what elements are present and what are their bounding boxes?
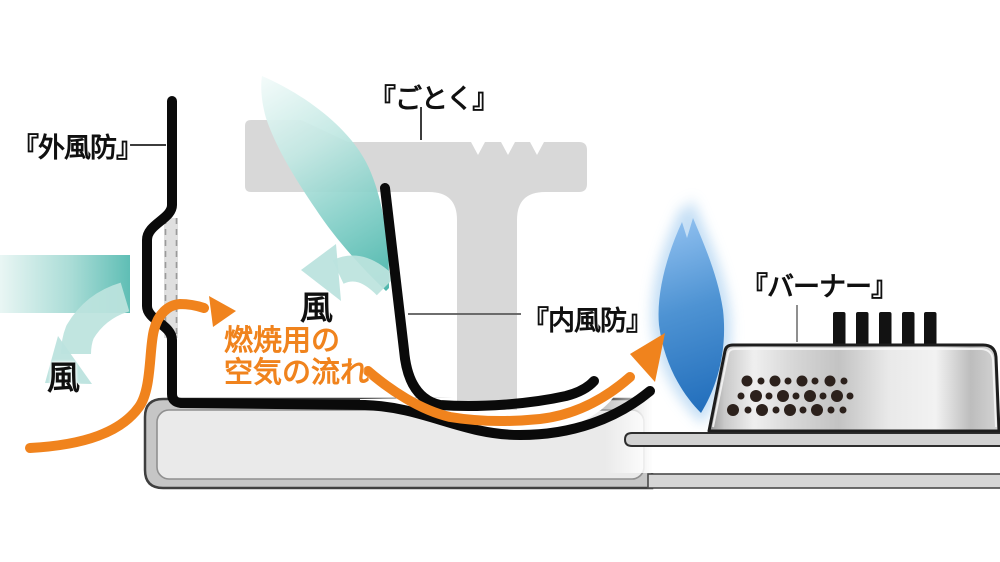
label-inner-windshield: 『内風防』 [522,306,653,337]
wind-graphics [0,76,396,384]
burner-hole [796,375,808,387]
windshield-lines [142,96,655,440]
burner-hole [811,377,819,385]
wind-arrow-left-head [45,336,92,384]
burner-hole [839,406,847,414]
airflow-arrows [25,296,665,453]
burner-pin [833,312,846,348]
wind-arrow-top-head [301,244,341,301]
burner-inner-highlight [712,348,997,428]
leader-lines [130,107,798,342]
flame-body [658,218,725,413]
burner-hole [756,404,768,416]
label-outer-windshield: 『外風防』 [12,133,143,164]
airflow-arrow-left-tail [25,298,209,453]
inner-windshield-line [380,183,599,411]
burner-holes [727,375,854,416]
burner-hole [737,392,745,400]
burner-hole [750,390,762,402]
airflow-caption-line2: 空気の流れ [224,355,370,390]
label-gotoku: 『ごとく』 [369,84,499,115]
airflow-arrow-main-tail [363,366,635,427]
burner-hole [831,390,843,402]
burner-hole [804,390,816,402]
burner-hole [792,392,800,400]
burner-body [707,343,1000,433]
wind-swoosh-top [261,76,389,291]
gotoku-shape [245,120,587,410]
burner-assembly [707,312,1000,433]
airflow-arrow-left-head [209,296,236,327]
burner-hole [824,375,836,387]
burner-hole [819,392,827,400]
flame [651,197,732,425]
wind-arrow-left-tail [61,282,130,355]
burner-hole [765,392,773,400]
burner-hole [777,390,789,402]
label-airflow-caption: 燃焼用の 空気の流れ [224,324,369,389]
burner-hole [744,406,752,414]
burner-pin [924,312,937,348]
burner-pin [856,312,869,348]
airflow-arrow-main-head [630,333,665,382]
burner-hole [727,404,739,416]
burner-hole [799,406,807,414]
outer-windshield-line [142,96,655,440]
windshield-dashed-guide [164,218,178,338]
burner-pin [902,312,915,348]
burner-plate [623,432,1000,447]
label-wind-top: 風 [300,288,333,327]
airflow-caption-line1: 燃焼用の [224,323,341,357]
burner-hole [827,406,835,414]
burner-hole [846,392,854,400]
label-burner: 『バーナー』 [741,272,898,303]
burner-hole [757,377,765,385]
burner-hole [784,377,792,385]
base-front-band [647,473,1000,489]
label-wind-left: 風 [47,358,80,397]
burner-pins [833,312,937,348]
burner-hole [741,375,753,387]
burner-pin [879,312,892,348]
burner-hole [784,404,796,416]
burner-hole [840,377,848,385]
burner-hole [811,404,823,416]
wind-arrow-top-tail [332,255,396,296]
burner-hole [772,406,780,414]
burner-hole [769,375,781,387]
